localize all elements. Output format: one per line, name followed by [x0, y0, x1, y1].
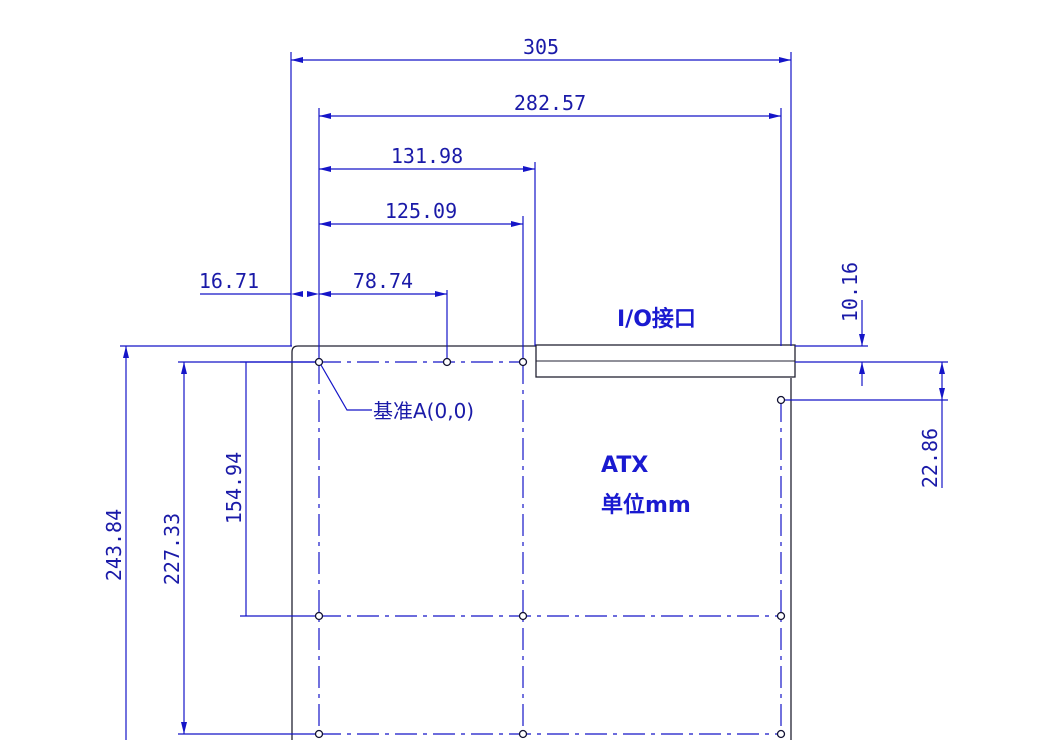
mounting-hole	[442, 357, 452, 367]
dim-131-98: 131.98	[391, 144, 463, 168]
dim-305: 305	[523, 35, 559, 59]
dim-125-09: 125.09	[385, 199, 457, 223]
mounting-hole	[518, 357, 528, 367]
dim-78-74: 78.74	[353, 269, 413, 293]
dim-243-84: 243.84	[102, 509, 126, 581]
dim-22-86: 22.86	[918, 428, 942, 488]
unit-label: 单位mm	[601, 492, 691, 518]
mounting-holes	[314, 357, 786, 739]
mounting-hole	[776, 395, 786, 405]
horizontal-dimensions	[291, 57, 791, 297]
mounting-hole	[314, 357, 324, 367]
origin-label: 基准A(0,0)	[373, 399, 474, 423]
board-outline	[291, 345, 795, 740]
mounting-hole	[518, 729, 528, 739]
dim-16-71: 16.71	[199, 269, 259, 293]
dim-282-57: 282.57	[514, 91, 586, 115]
dim-10-16: 10.16	[838, 262, 862, 322]
mounting-hole	[776, 729, 786, 739]
dim-227-33: 227.33	[160, 513, 184, 585]
origin-leader-line	[320, 364, 372, 411]
extension-lines	[120, 52, 948, 735]
center-lines	[318, 361, 782, 740]
mounting-hole	[314, 729, 324, 739]
mounting-hole	[314, 611, 324, 621]
mounting-hole	[518, 611, 528, 621]
dim-154-94: 154.94	[222, 452, 246, 524]
mounting-hole	[776, 611, 786, 621]
vertical-dimensions	[123, 300, 945, 740]
io-port-label: I/O接口	[617, 307, 696, 332]
form-factor-label: ATX	[601, 453, 648, 478]
